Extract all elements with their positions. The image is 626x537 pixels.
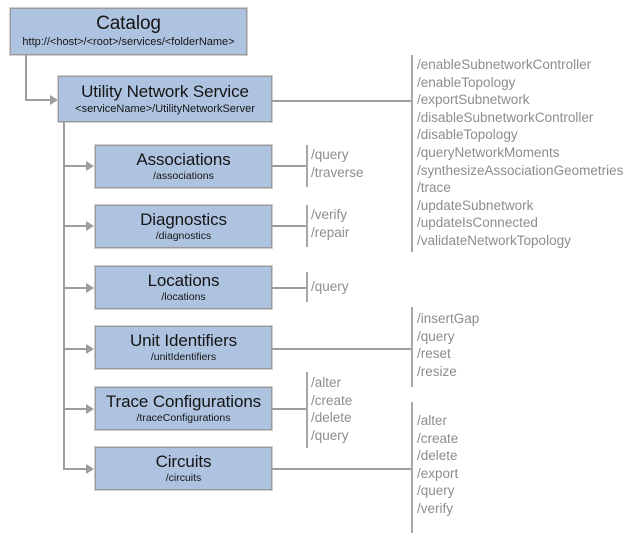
bracket-diagnostics-operations <box>306 205 308 247</box>
node-catalog-path: http://<host>/<root>/services/<folderNam… <box>22 36 235 49</box>
connector-service-to-operations <box>272 100 411 102</box>
operation-item[interactable]: /enableTopology <box>417 74 516 90</box>
node-locations-path: /locations <box>161 291 206 304</box>
operations-list-service: /enableSubnetworkController /enableTopol… <box>417 56 623 250</box>
bracket-circuits-operations <box>411 402 413 533</box>
arrowhead-circuits <box>86 464 94 474</box>
operations-list-locations: /query <box>311 278 349 296</box>
operation-item[interactable]: /create <box>311 392 353 408</box>
operation-item[interactable]: /query <box>311 427 349 443</box>
operation-item[interactable]: /delete <box>417 448 458 464</box>
arrowhead-associations <box>86 161 94 171</box>
connector-branch-unit-identifiers <box>63 348 87 350</box>
node-service-path: <serviceName>/UtilityNetworkServer <box>75 102 255 115</box>
bracket-service-operations <box>411 55 413 252</box>
node-diagnostics[interactable]: Diagnostics /diagnostics <box>95 205 272 248</box>
operation-item[interactable]: /verify <box>417 500 454 516</box>
operation-item[interactable]: /query <box>311 147 349 162</box>
operations-list-associations: /query /traverse <box>311 146 364 181</box>
node-trace-configurations[interactable]: Trace Configurations /traceConfiguration… <box>95 387 272 430</box>
arrowhead-locations <box>86 283 94 293</box>
node-associations-path: /associations <box>153 170 214 183</box>
operation-item[interactable]: /resize <box>417 363 457 379</box>
arrowhead-unit-identifiers <box>86 344 94 354</box>
operation-item[interactable]: /repair <box>311 224 350 240</box>
connector-locations-to-operations <box>272 287 306 289</box>
operation-item[interactable]: /disableSubnetworkController <box>417 109 594 125</box>
node-diagnostics-title: Diagnostics <box>140 209 227 229</box>
node-circuits[interactable]: Circuits /circuits <box>95 447 272 490</box>
operation-item[interactable]: /create <box>417 430 459 446</box>
bracket-trace-configurations-operations <box>306 372 308 448</box>
node-service-title: Utility Network Service <box>81 81 249 101</box>
connector-branch-trace-configurations <box>63 408 87 410</box>
node-circuits-path: /circuits <box>165 472 202 485</box>
operation-item[interactable]: /query <box>417 328 455 344</box>
node-catalog[interactable]: Catalog http://<host>/<root>/services/<f… <box>10 8 247 55</box>
operation-item[interactable]: /alter <box>311 375 342 390</box>
operation-item[interactable]: /traverse <box>311 164 364 180</box>
connector-branch-circuits <box>63 468 87 470</box>
connector-unit-identifiers-to-operations <box>272 348 411 350</box>
node-locations[interactable]: Locations /locations <box>95 266 272 309</box>
operation-item[interactable]: /export <box>417 465 459 481</box>
connector-circuits-to-operations <box>272 468 411 470</box>
operation-item[interactable]: /updateSubnetwork <box>417 197 534 213</box>
node-unit-identifiers-title: Unit Identifiers <box>129 330 238 350</box>
operation-item[interactable]: /validateNetworkTopology <box>417 232 571 248</box>
node-diagnostics-path: /diagnostics <box>155 230 212 243</box>
operation-item[interactable]: /query <box>417 483 455 499</box>
connector-branch-associations <box>63 165 87 167</box>
operation-item[interactable]: /insertGap <box>417 311 480 326</box>
operations-list-diagnostics: /verify /repair <box>311 206 349 241</box>
operation-item[interactable]: /synthesizeAssociationGeometries <box>417 162 624 178</box>
node-trace-configurations-title: Trace Configurations <box>105 391 262 411</box>
operation-item[interactable]: /alter <box>417 413 448 428</box>
node-associations[interactable]: Associations /associations <box>95 145 272 188</box>
operation-item[interactable]: /query <box>311 279 349 294</box>
arrowhead-diagnostics <box>86 221 94 231</box>
bracket-unit-identifiers-operations <box>411 307 413 387</box>
arrowhead-trace-configurations <box>86 404 94 414</box>
operation-item[interactable]: /enableSubnetworkController <box>417 57 592 72</box>
operation-item[interactable]: /delete <box>311 410 352 426</box>
node-trace-configurations-path: /traceConfigurations <box>136 412 231 425</box>
operations-list-trace-configurations: /alter /create /delete /query <box>311 374 352 444</box>
node-utility-network-service[interactable]: Utility Network Service <serviceName>/Ut… <box>58 76 272 122</box>
operation-item[interactable]: /verify <box>311 207 348 222</box>
arrowhead-catalog-to-service <box>50 95 58 105</box>
node-unit-identifiers-path: /unitIdentifiers <box>150 351 217 364</box>
connector-diagnostics-to-operations <box>272 225 306 227</box>
node-catalog-title: Catalog <box>96 13 161 35</box>
connector-trunk-vertical <box>63 122 65 469</box>
connector-trace-configurations-to-operations <box>272 408 306 410</box>
bracket-associations-operations <box>306 145 308 187</box>
operation-item[interactable]: /reset <box>417 346 451 362</box>
node-circuits-title: Circuits <box>155 451 212 471</box>
operation-item[interactable]: /exportSubnetwork <box>417 92 530 108</box>
operation-item[interactable]: /trace <box>417 180 451 196</box>
node-associations-title: Associations <box>136 149 231 169</box>
operation-item[interactable]: /queryNetworkMoments <box>417 144 560 160</box>
connector-catalog-down <box>25 55 27 100</box>
operation-item[interactable]: /disableTopology <box>417 127 518 143</box>
operations-list-circuits: /alter /create /delete /export /query /v… <box>417 412 458 518</box>
node-unit-identifiers[interactable]: Unit Identifiers /unitIdentifiers <box>95 326 272 369</box>
operations-list-unit-identifiers: /insertGap /query /reset /resize <box>417 310 479 380</box>
node-locations-title: Locations <box>147 270 220 290</box>
operation-item[interactable]: /updateIsConnected <box>417 215 538 231</box>
connector-associations-to-operations <box>272 165 306 167</box>
bracket-locations-operations <box>306 272 308 302</box>
connector-catalog-to-service <box>25 99 51 101</box>
connector-branch-locations <box>63 287 87 289</box>
connector-branch-diagnostics <box>63 225 87 227</box>
